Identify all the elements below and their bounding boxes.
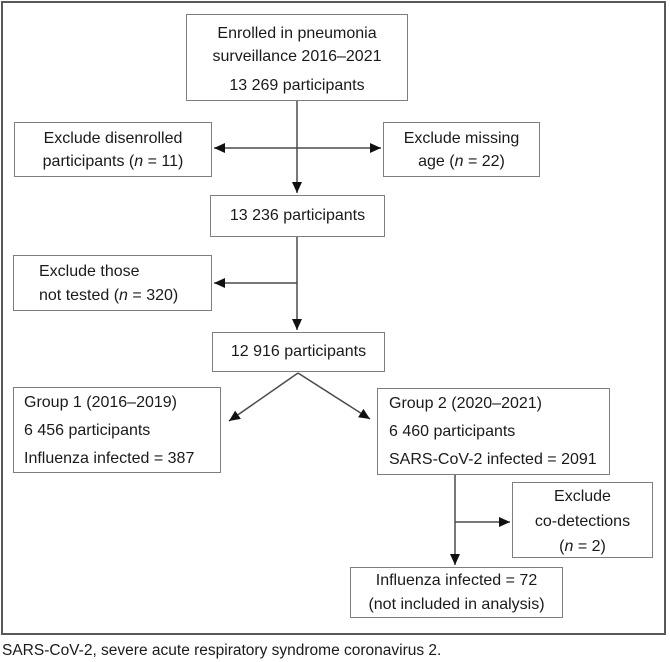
box-exclude-not-tested: Exclude those not tested (n = 320) <box>13 255 212 311</box>
box-text-line: SARS-CoV-2 infected = 2091 <box>389 451 597 468</box>
box-exclude-missing-age: Exclude missing age (n = 22) <box>383 122 540 177</box>
box-influenza-infected-72: Influenza infected = 72 (not included in… <box>350 567 563 618</box>
participant-count: 13 269 participants <box>229 77 365 94</box>
participant-count: 12 916 participants <box>230 343 367 360</box>
box-text-line: (n = 2) <box>559 538 606 555</box>
participant-count: 13 236 participants <box>229 207 366 224</box>
figure-footnote: SARS-CoV-2, severe acute respiratory syn… <box>2 642 442 659</box>
box-text-line: surveillance 2016–2021 <box>212 48 382 65</box>
box-text-line: Exclude missing <box>403 130 520 147</box>
box-participants-12916: 12 916 participants <box>212 332 385 372</box>
box-exclude-codetections: Exclude co-detections (n = 2) <box>512 482 653 558</box>
box-text-line: not tested (n = 320) <box>39 287 179 304</box>
box-text-line: Exclude <box>554 488 611 505</box>
box-participants-13236: 13 236 participants <box>210 195 385 237</box>
box-text-line: co-detections <box>534 513 631 530</box>
participant-count: 6 460 participants <box>389 423 516 440</box>
box-text-line: Group 2 (2020–2021) <box>389 395 542 412</box>
box-enrolled-pneumonia-surveillance: Enrolled in pneumonia surveillance 2016–… <box>186 14 408 101</box>
box-group2-2020-2021: Group 2 (2020–2021) 6 460 participants S… <box>377 388 610 475</box>
box-text-line: (not included in analysis) <box>368 596 545 613</box>
box-text-line: Exclude those <box>39 263 140 280</box>
box-text-line: Group 1 (2016–2019) <box>24 394 177 411</box>
box-text-line: Influenza infected = 72 <box>375 572 538 589</box>
box-text-line: Enrolled in pneumonia <box>217 25 377 42</box>
box-text-line: age (n = 22) <box>418 153 505 170</box>
box-text-line: participants (n = 11) <box>42 153 184 170</box>
participant-count: 6 456 participants <box>24 422 151 439</box>
box-text-line: Influenza infected = 387 <box>24 450 195 467</box>
box-exclude-disenrolled: Exclude disenrolled participants (n = 11… <box>14 122 212 177</box>
box-text-line: Exclude disenrolled <box>43 130 183 147</box>
box-group1-2016-2019: Group 1 (2016–2019) 6 456 participants I… <box>13 387 221 473</box>
